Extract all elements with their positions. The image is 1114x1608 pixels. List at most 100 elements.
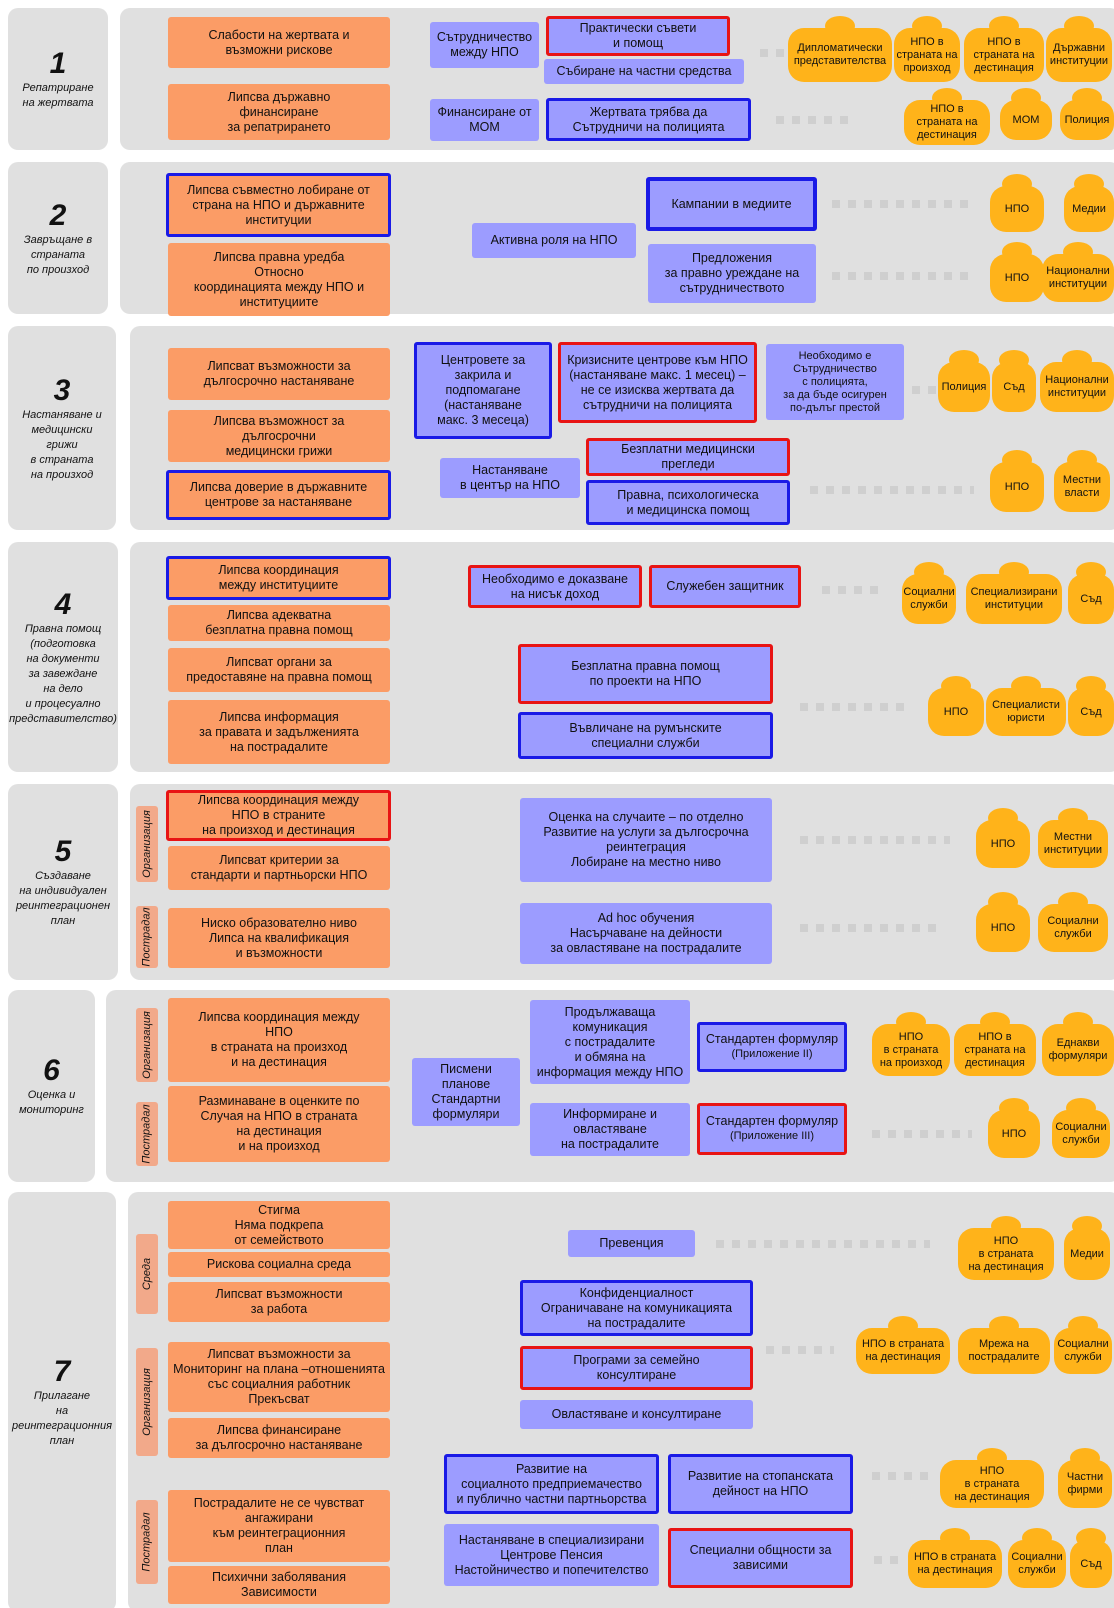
measure-box: Служебен защитник: [649, 565, 801, 608]
measure-box: Ad hoc обучения Насърчаване на дейности …: [520, 903, 772, 964]
connector-dots: [766, 1346, 834, 1354]
actor-figure: Еднакви формуляри: [1042, 1012, 1114, 1076]
actor-figure: НПО в страната на дестинация: [908, 1528, 1002, 1588]
stage-5-title: Създаване на индивидуален реинтеграционе…: [15, 870, 111, 927]
measure-box: Овластяване и консултиране: [520, 1400, 753, 1429]
problem-box: Липсва съвместно лобиране от страна на Н…: [166, 173, 391, 237]
stage-6-title: Оценка и мониторинг: [19, 1089, 84, 1116]
measure-box: Стандартен формуляр (Приложение II): [697, 1022, 847, 1072]
connector-dots: [760, 49, 790, 57]
measure-label: Стандартен формуляр: [705, 1032, 839, 1046]
actor-figure: Социални служби: [1008, 1528, 1066, 1588]
actor-figure: НПО в страната на произход: [872, 1012, 950, 1076]
measure-box: Оценка на случаите – по отделно Развитие…: [520, 798, 772, 882]
actor-label: НПО в страната на дестинация: [958, 1228, 1054, 1280]
problem-box: Рискова социална среда: [168, 1252, 390, 1277]
tab-victim: Пострадал: [136, 1500, 158, 1584]
connector-dots: [912, 386, 936, 394]
actor-figure: Съд: [1070, 1528, 1112, 1588]
tab-label: Пострадал: [141, 1512, 153, 1572]
actor-label: Съд: [992, 362, 1036, 412]
actor-label: НПО в страната на дестинация: [908, 1540, 1002, 1588]
stage-1-panel: 1 Репатриране на жертвата: [8, 8, 108, 150]
actor-figure: Полиция: [938, 350, 990, 412]
measure-box: Кризисните центрове към НПО (настаняване…: [558, 342, 757, 423]
connector-dots: [800, 924, 936, 932]
stage-2-number: 2: [49, 198, 67, 232]
actor-figure: Социални служби: [1052, 1098, 1110, 1158]
measure-box: Конфиденциалност Ограничаване на комуник…: [520, 1280, 753, 1336]
actor-label: НПО в страната на дестинация: [904, 100, 990, 145]
actor-figure: НПО в страната на дестинация: [964, 16, 1044, 82]
tab-victim: Пострадал: [136, 1102, 158, 1166]
connector-dots: [832, 200, 972, 208]
actor-label: Местни власти: [1054, 462, 1110, 512]
actor-figure: НПО: [988, 1098, 1040, 1158]
actor-label: Социални служби: [902, 574, 956, 624]
actor-figure: Социални служби: [1054, 1316, 1112, 1374]
tab-organization: Организация: [136, 806, 158, 882]
actor-label: НПО: [990, 462, 1044, 512]
problem-box: Липсва финансиране за дългосрочно настан…: [168, 1418, 390, 1458]
measure-box: Писмени планове Стандартни формуляри: [412, 1058, 520, 1126]
measure-sublabel: (Приложение II): [731, 1048, 813, 1060]
problem-box: Ниско образователно ниво Липса на квалиф…: [168, 908, 390, 968]
actor-label: НПО в страната на дестинация: [954, 1024, 1036, 1076]
stage-3-panel: 3 Настаняване и медицински грижи в стран…: [8, 326, 116, 530]
connector-dots: [822, 586, 882, 594]
actor-figure: Медии: [1064, 1216, 1110, 1280]
measure-box: Предложения за правно уреждане на сътруд…: [648, 244, 816, 303]
measure-box: Настаняване в център на НПО: [440, 458, 580, 498]
actor-label: НПО в страната на дестинация: [964, 28, 1044, 82]
problem-box: Разминаване в оценките по Случая на НПО …: [168, 1086, 390, 1162]
measure-box: Продължаваща комуникация с пострадалите …: [530, 1000, 690, 1084]
actor-label: Полиция: [1060, 100, 1114, 140]
measure-box: Настаняване в специализирани Центрове Пе…: [444, 1524, 659, 1586]
actor-label: Съд: [1068, 688, 1114, 736]
measure-box: Превенция: [568, 1230, 695, 1257]
problem-box: Липсва адекватна безплатна правна помощ: [168, 605, 390, 641]
stage-4-panel: 4 Правна помощ (подготовка на документи …: [8, 542, 118, 772]
stage-3-title: Настаняване и медицински грижи в странат…: [22, 408, 102, 481]
measure-box: Сътрудничество между НПО: [430, 22, 539, 68]
stage-7-panel: 7 Прилагане на реинтеграционния план: [8, 1192, 116, 1608]
stage-6-panel: 6 Оценка и мониторинг: [8, 990, 95, 1182]
actor-label: Медии: [1064, 186, 1114, 232]
measure-box: Информиране и овластяване на пострадалит…: [530, 1103, 690, 1156]
actor-label: Специалисти юристи: [986, 688, 1066, 736]
problem-box: Слабости на жертвата и възможни рискове: [168, 17, 390, 68]
actor-label: Социални служби: [1052, 1110, 1110, 1158]
connector-dots: [872, 1130, 972, 1138]
actor-figure: НПО: [928, 676, 984, 736]
actor-label: НПО: [928, 688, 984, 736]
measure-box: Събиране на частни средства: [544, 59, 744, 84]
actor-label: Мрежа на пострадалите: [958, 1328, 1050, 1374]
connector-dots: [716, 1240, 930, 1248]
stage-5-number: 5: [54, 835, 72, 868]
stage-2-title: Завръщане в страната по произход: [23, 233, 93, 276]
actor-label: НПО: [976, 820, 1030, 868]
problem-box: Липсва правна уредба Относно координация…: [168, 243, 390, 316]
stage-4-title: Правна помощ (подготовка на документи за…: [9, 622, 117, 725]
actor-figure: НПО: [990, 174, 1044, 232]
measure-label: Стандартен формуляр: [705, 1114, 839, 1128]
tab-organization: Организация: [136, 1008, 158, 1082]
connector-dots: [832, 272, 972, 280]
measure-box: Центровете за закрила и подпомагане (нас…: [414, 342, 552, 439]
tab-label: Организация: [141, 810, 153, 878]
stage-7-number: 7: [53, 1355, 71, 1388]
actor-figure: Държавни институции: [1046, 16, 1112, 82]
tab-label: Организация: [141, 1368, 153, 1436]
actor-figure: Местни институции: [1038, 808, 1108, 868]
connector-dots: [874, 1556, 898, 1564]
connector-dots: [810, 486, 974, 494]
actor-figure: НПО в страната на дестинация: [958, 1216, 1054, 1280]
actor-figure: НПО: [990, 242, 1044, 302]
actor-label: Национални институции: [1040, 362, 1114, 412]
problem-box: Липсва доверие в държавните центрове за …: [166, 470, 391, 520]
measure-box: Необходимо е Сътрудничество с полицията,…: [766, 344, 904, 420]
tab-label: Пострадал: [141, 907, 153, 967]
actor-figure: НПО в страната на дестинация: [904, 88, 990, 145]
actor-figure: НПО: [990, 450, 1044, 512]
measure-box: Въвличане на румънските специални служби: [518, 712, 773, 759]
